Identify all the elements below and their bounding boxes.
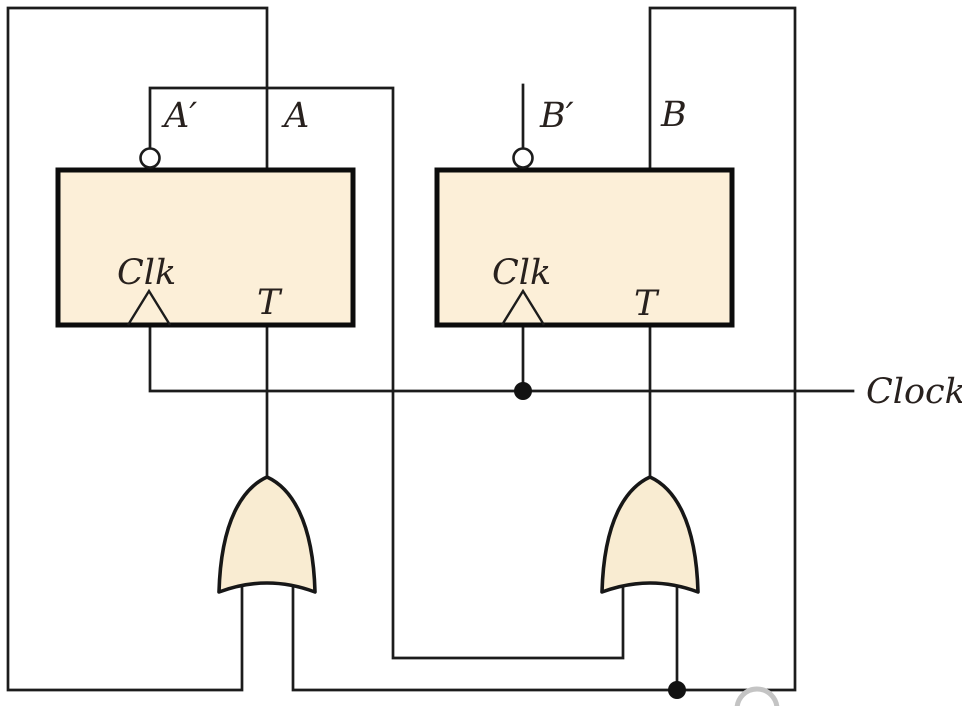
flip-flop-b-box bbox=[434, 167, 735, 328]
clock-edge-triangle-b bbox=[500, 288, 546, 326]
label-t-b: T bbox=[634, 284, 660, 324]
label-clock: Clock bbox=[866, 372, 962, 412]
junction-dot-bottom-feedback bbox=[668, 681, 686, 699]
label-b-complement: B′ bbox=[539, 96, 574, 136]
junction-dot-clock bbox=[514, 382, 532, 400]
wire-a-feedback bbox=[6, 6, 269, 692]
label-a-complement: A′ bbox=[161, 96, 197, 136]
label-a-output: A bbox=[281, 96, 309, 136]
inversion-bubble-b bbox=[512, 147, 534, 169]
wire-b-feedback bbox=[291, 6, 797, 692]
or-gate-b bbox=[600, 475, 700, 594]
inversion-bubble-a bbox=[139, 147, 161, 169]
label-clk-b: Clk bbox=[492, 253, 551, 293]
or-gate-a bbox=[217, 475, 317, 594]
wire-clock bbox=[148, 323, 855, 393]
clock-edge-triangle-a bbox=[126, 288, 172, 326]
watermark-arc bbox=[734, 686, 780, 706]
flip-flop-a-box bbox=[55, 167, 356, 328]
label-b-output: B bbox=[660, 95, 687, 135]
label-clk-a: Clk bbox=[117, 253, 176, 293]
wire-a-complement bbox=[148, 86, 625, 660]
label-t-a: T bbox=[257, 283, 283, 323]
